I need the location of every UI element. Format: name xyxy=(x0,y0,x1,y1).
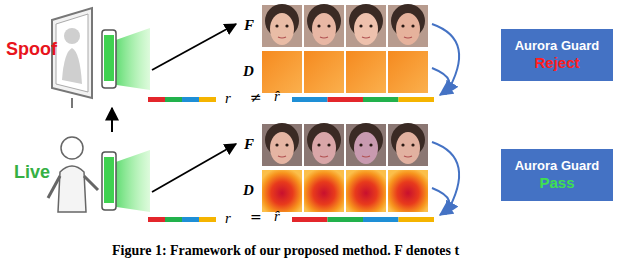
sequence-label: r xyxy=(225,90,231,107)
depth-map xyxy=(304,51,344,93)
process-box: Aurora GuardReject xyxy=(501,29,613,81)
depth-map xyxy=(388,51,428,93)
row-label: D xyxy=(243,63,254,80)
figure-caption: Figure 1: Framework of our proposed meth… xyxy=(112,243,459,259)
status-label: Spoof xyxy=(6,40,57,60)
phone xyxy=(102,150,150,212)
box-title: Aurora Guard xyxy=(515,158,600,174)
face-image xyxy=(262,123,302,166)
feedback-arrow xyxy=(432,24,459,94)
face-image xyxy=(304,123,344,166)
face-image xyxy=(304,4,344,47)
capture-arrow xyxy=(152,144,236,192)
phone xyxy=(102,28,150,90)
color-sequence-bar xyxy=(148,97,216,102)
face-image xyxy=(346,4,386,47)
process-box: Aurora GuardPass xyxy=(501,149,613,201)
face-image xyxy=(388,4,428,47)
sequence-label: r̂ xyxy=(274,88,280,105)
depth-map xyxy=(388,170,428,212)
decision-label: Reject xyxy=(534,54,579,73)
person-figure xyxy=(48,137,98,212)
row-label: F xyxy=(244,17,254,34)
feedback-arrow xyxy=(432,188,449,215)
depth-map xyxy=(346,51,386,93)
capture-arrow xyxy=(152,24,236,70)
sequence-label: r̂ xyxy=(274,208,280,225)
depth-map xyxy=(346,170,386,212)
feedback-arrow xyxy=(432,142,459,214)
color-sequence-bar xyxy=(148,217,216,222)
row-label: F xyxy=(244,136,254,153)
up-arrow xyxy=(111,108,113,132)
depth-map xyxy=(304,170,344,212)
decision-label: Pass xyxy=(539,174,574,193)
sequence-label: r xyxy=(225,210,231,227)
feedback-arrow xyxy=(432,68,449,95)
relation-symbol: ≠ xyxy=(250,90,262,105)
depth-map xyxy=(262,51,302,93)
face-image xyxy=(388,123,428,166)
color-sequence-bar xyxy=(292,97,434,102)
photo-frame xyxy=(52,8,92,108)
row-label: D xyxy=(243,182,254,199)
relation-symbol: = xyxy=(250,210,262,225)
status-label: Live xyxy=(14,163,50,183)
face-image xyxy=(262,4,302,47)
face-image xyxy=(346,123,386,166)
color-sequence-bar xyxy=(292,217,434,222)
depth-map xyxy=(262,170,302,212)
box-title: Aurora Guard xyxy=(515,38,600,54)
